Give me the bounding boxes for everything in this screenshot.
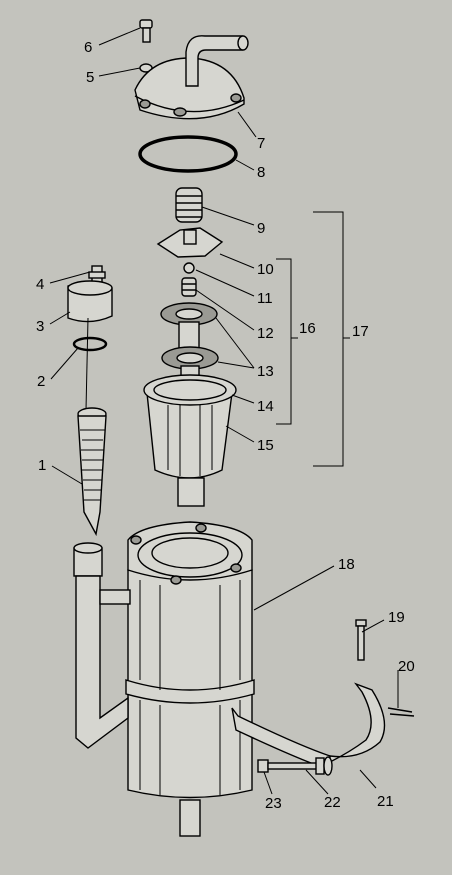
part-oring-2 [72, 336, 108, 352]
part-bolt-23 [257, 756, 333, 776]
label-13: 13 [257, 363, 274, 380]
label-5: 5 [86, 69, 94, 86]
part-tube-1 [77, 407, 107, 537]
label-4: 4 [36, 276, 44, 293]
bracket-16 [276, 258, 298, 425]
part-side-pipe [73, 542, 131, 749]
label-22: 22 [324, 794, 341, 811]
part-bolt-6 [139, 19, 153, 43]
label-9: 9 [257, 220, 265, 237]
leader-lines [49, 27, 399, 795]
label-2: 2 [37, 373, 45, 390]
label-7: 7 [257, 135, 265, 152]
bracket-17 [313, 211, 350, 467]
part-cover-7 [134, 35, 249, 120]
label-16: 16 [299, 320, 316, 337]
label-15: 15 [257, 437, 274, 454]
label-11: 11 [257, 290, 273, 307]
part-holder-3 [67, 280, 113, 323]
part-spring-9 [175, 187, 203, 223]
label-3: 3 [36, 318, 44, 335]
part-pin-19 [355, 619, 367, 661]
part-filter-cup-15 [143, 374, 237, 507]
label-14: 14 [257, 398, 274, 415]
label-1: 1 [38, 457, 46, 474]
label-19: 19 [388, 609, 405, 626]
label-17: 17 [352, 323, 369, 340]
part-valve-plate-10 [156, 227, 224, 258]
label-8: 8 [257, 164, 265, 181]
label-21: 21 [377, 793, 394, 810]
label-20: 20 [398, 658, 415, 675]
part-housing-18 [125, 521, 255, 837]
part-oring-8 [138, 135, 238, 173]
part-spring-12 [181, 277, 197, 297]
label-12: 12 [257, 325, 274, 342]
label-10: 10 [257, 261, 274, 278]
part-ball-11 [183, 262, 195, 274]
part-clamp-21 [231, 682, 415, 771]
label-6: 6 [84, 39, 92, 56]
label-18: 18 [338, 556, 355, 573]
label-23: 23 [265, 795, 282, 812]
